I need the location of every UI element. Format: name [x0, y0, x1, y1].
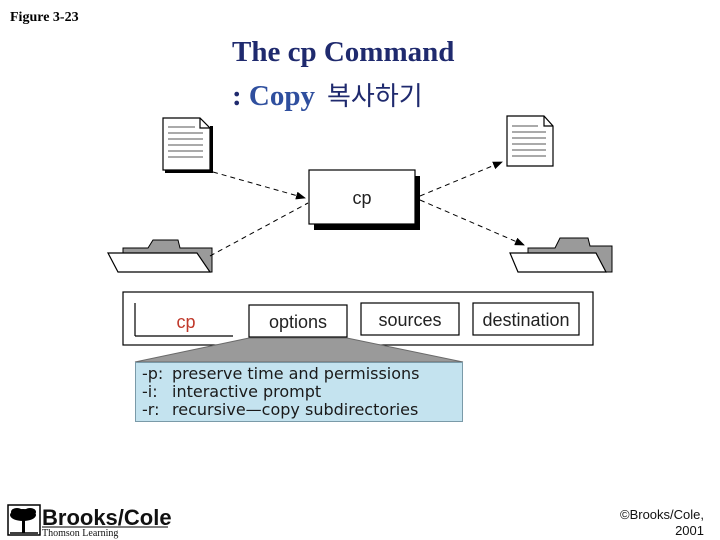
options-callout — [134, 337, 464, 363]
options-list-box: -p: preserve time and permissions -i: inte… — [135, 362, 463, 422]
option-flag: -r: — [142, 400, 160, 419]
option-row-i: -i: interactive prompt — [142, 383, 456, 401]
syntax-options: options — [269, 312, 327, 332]
source-folder-icon — [107, 239, 213, 273]
option-desc: interactive prompt — [172, 382, 322, 401]
cp-command-box: cp — [308, 169, 420, 230]
title-line-1: The cp Command — [232, 36, 455, 68]
command-syntax-bar: cp options sources destination — [122, 291, 594, 346]
title-copy-word: Copy — [248, 80, 315, 112]
copyright: ©Brooks/Cole, 2001 — [620, 507, 704, 539]
option-desc: preserve time and permissions — [172, 364, 420, 383]
arrow-cp-to-file — [419, 161, 503, 197]
title-prefix: : — [232, 80, 249, 112]
option-flag: -i: — [142, 382, 158, 401]
destination-folder-icon — [509, 237, 613, 273]
option-row-r: -r: recursive—copy subdirectories — [142, 401, 456, 419]
brooks-cole-logo-icon — [7, 504, 41, 536]
copyright-line-2: 2001 — [675, 523, 704, 538]
syntax-destination: destination — [482, 310, 569, 330]
cp-box-label: cp — [352, 188, 371, 208]
syntax-sources: sources — [378, 310, 441, 330]
publisher-name: Brooks/Cole — [42, 505, 172, 530]
option-row-p: -p: preserve time and permissions — [142, 365, 456, 383]
source-file-icon — [162, 117, 213, 173]
title-line-2: : Copy 복사하기 — [232, 76, 423, 113]
option-flag: -p: — [142, 364, 164, 383]
arrow-folder-to-cp — [209, 202, 309, 257]
destination-file-icon — [506, 115, 554, 167]
publisher-sub: Thomson Learning — [42, 528, 119, 539]
option-desc: recursive—copy subdirectories — [172, 400, 419, 419]
arrow-cp-to-folder — [419, 199, 525, 246]
title-korean: 복사하기 — [327, 82, 423, 112]
copyright-line-1: ©Brooks/Cole, — [620, 507, 704, 522]
figure-label: Figure 3-23 — [10, 10, 79, 25]
arrow-file-to-cp — [212, 171, 306, 200]
syntax-cp: cp — [176, 312, 195, 332]
